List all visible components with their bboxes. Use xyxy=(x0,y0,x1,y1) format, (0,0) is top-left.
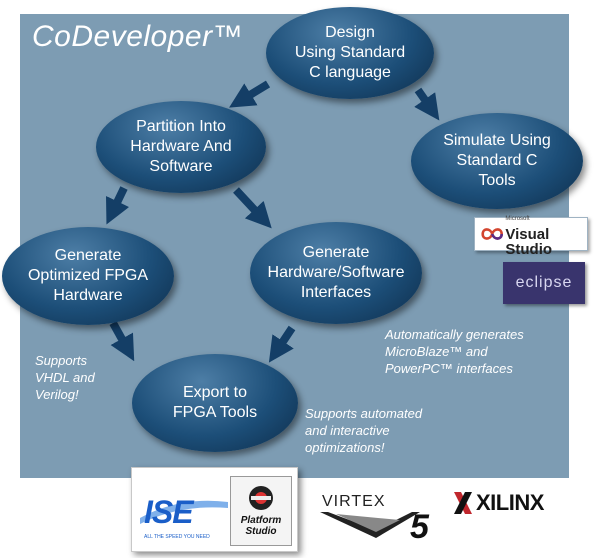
note-optimizations-line-3: optimizations! xyxy=(305,440,385,455)
node-simulate: Simulate Using Standard C Tools xyxy=(411,113,583,209)
arrow-hwsw-to-export xyxy=(268,325,296,363)
note-hdl-support: Supports VHDL and Verilog! xyxy=(35,352,95,403)
eclipse-wordmark: eclipse xyxy=(515,274,573,291)
platform-studio-wordmark: Platform Studio xyxy=(235,515,287,537)
visual-studio-vendor: Microsoft xyxy=(505,215,530,222)
node-simulate-line-2: Standard C xyxy=(456,152,538,169)
node-generate-fpga-line-1: Generate xyxy=(54,247,122,264)
node-simulate-line-1: Simulate Using xyxy=(443,132,551,149)
node-partition-line-1: Partition Into xyxy=(136,118,226,135)
platform-studio-icon xyxy=(249,486,273,510)
ise-swoosh-icon xyxy=(140,500,228,524)
page-title: CoDeveloper™ xyxy=(32,20,244,53)
virtex-wordmark: VIRTEX xyxy=(322,493,386,510)
note-optimizations-line-1: Supports automated xyxy=(305,406,423,421)
ise-tagline: ALL THE SPEED YOU NEED xyxy=(144,534,210,540)
xilinx-logo: XILINX xyxy=(452,488,556,518)
node-design-line-3: C language xyxy=(309,64,391,81)
note-hdl-line-3: Verilog! xyxy=(35,387,79,402)
visual-studio-wordmark: Microsoft Visual Studio xyxy=(505,212,587,257)
eclipse-logo: eclipse xyxy=(503,262,585,304)
node-generate-hwsw-line-3: Interfaces xyxy=(300,284,372,301)
virtex-number: 5 xyxy=(410,508,430,540)
platform-studio-line-2: Studio xyxy=(245,526,277,537)
note-hdl-line-1: Supports xyxy=(35,353,88,368)
platform-studio-line-1: Platform xyxy=(240,515,282,526)
xilinx-icon xyxy=(454,492,472,514)
node-design: Design Using Standard C language xyxy=(266,7,434,99)
xilinx-wordmark: XILINX xyxy=(476,490,544,515)
virtex5-mark: VIRTEX 5 xyxy=(320,493,430,546)
arrow-design-to-simulate xyxy=(414,87,440,121)
node-generate-fpga: Generate Optimized FPGA Hardware xyxy=(2,227,174,325)
node-partition: Partition Into Hardware And Software xyxy=(96,101,266,193)
ise-wordmark: ISE xyxy=(144,494,194,530)
note-optimizations-line-2: and interactive xyxy=(305,423,390,438)
node-partition-line-3: Software xyxy=(149,158,213,175)
ise-platform-studio-logo: ISE ALL THE SPEED YOU NEED Platform Stud… xyxy=(131,467,298,552)
node-generate-hwsw: Generate Hardware/Software Interfaces xyxy=(250,222,422,324)
node-simulate-line-3: Tools xyxy=(478,172,516,189)
note-interfaces-line-3: PowerPC™ interfaces xyxy=(385,361,513,376)
platform-studio-badge: Platform Studio xyxy=(230,476,292,546)
node-export-line-2: FPGA Tools xyxy=(172,404,258,421)
node-generate-fpga-line-2: Optimized FPGA xyxy=(27,267,149,284)
arrow-design-to-partition xyxy=(229,80,271,108)
node-generate-fpga-line-3: Hardware xyxy=(53,287,123,304)
arrow-partition-to-fpga xyxy=(105,186,130,225)
visual-studio-logo: Microsoft Visual Studio xyxy=(474,216,588,257)
node-generate-hwsw-line-2: Hardware/Software xyxy=(267,264,405,281)
visual-studio-icon xyxy=(481,228,503,240)
node-design-line-1: Design xyxy=(325,24,375,41)
node-export: Export to FPGA Tools xyxy=(132,354,298,452)
node-export-line-1: Export to xyxy=(182,384,248,401)
note-interfaces-line-1: Automatically generates xyxy=(385,327,524,342)
node-generate-hwsw-line-1: Generate xyxy=(302,244,370,261)
node-partition-line-2: Hardware And xyxy=(130,138,232,155)
note-hdl-line-2: VHDL and xyxy=(35,370,95,385)
note-interfaces: Automatically generates MicroBlaze™ and … xyxy=(385,326,524,377)
arrow-fpga-to-export xyxy=(109,321,135,362)
arrow-partition-to-hwsw xyxy=(233,187,272,229)
virtex5-logo: VIRTEX 5 xyxy=(316,490,440,546)
visual-studio-name: Visual Studio xyxy=(505,225,553,258)
node-design-line-2: Using Standard xyxy=(294,44,406,61)
note-optimizations: Supports automated and interactive optim… xyxy=(305,405,422,456)
note-interfaces-line-2: MicroBlaze™ and xyxy=(385,344,488,359)
